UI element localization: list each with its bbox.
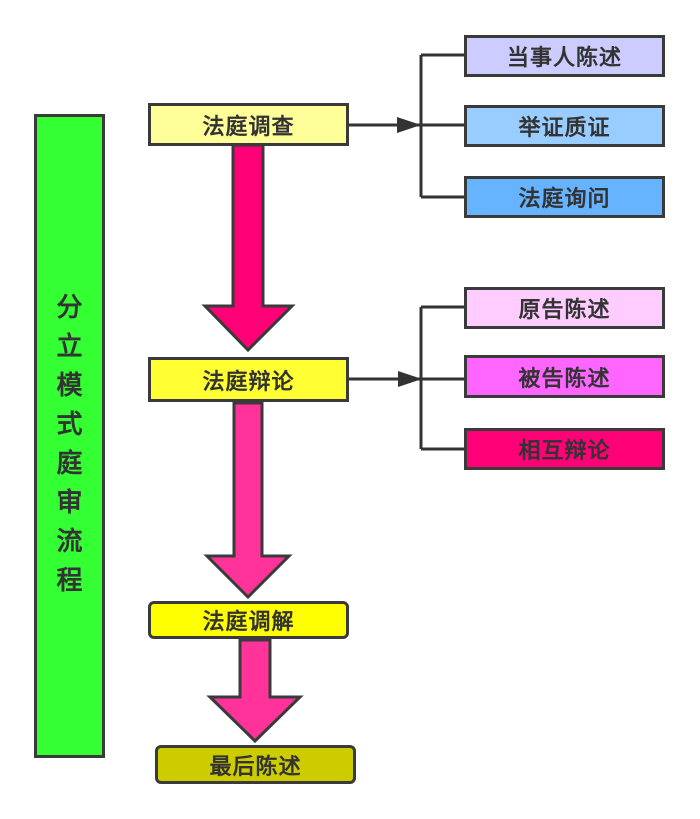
title-char: 程 [56,566,83,596]
branch-item-label: 被告陈述 [518,366,611,392]
branch-item-label: 法庭询问 [518,187,611,212]
stage-label: 最后陈述 [209,754,302,780]
title-char: 分 [56,293,83,323]
branch-item-label: 举证质证 [518,116,611,141]
down-arrow-2 [203,401,293,600]
branch-item-label: 原告陈述 [518,298,611,323]
stage-investigation: 法庭调查 [148,103,349,146]
down-arrow-3 [206,638,304,744]
title-char: 式 [56,410,83,440]
stage-label: 法庭辩论 [202,369,295,395]
branch-arrowhead-1 [397,117,421,133]
branch-item-label: 当事人陈述 [506,46,622,71]
stage-label: 法庭调解 [202,610,295,635]
title-char: 审 [56,488,83,518]
title-bar: 分立模式庭审流程 [34,114,105,758]
branch-item-evidence: 举证质证 [464,105,665,147]
down-arrow-1 [201,143,296,353]
title-char: 庭 [56,449,83,479]
branch-item-party-statement: 当事人陈述 [464,35,665,77]
title-char: 流 [56,527,83,557]
branch-item-mutual-debate: 相互辩论 [464,428,665,470]
branch-item-label: 相互辩论 [518,439,611,464]
branch-item-plaintiff-statement: 原告陈述 [464,287,665,329]
branch-item-defendant-statement: 被告陈述 [464,355,665,398]
branch-arrowhead-2 [398,371,422,387]
stage-debate: 法庭辩论 [148,357,349,402]
stage-final-statement: 最后陈述 [155,745,356,784]
branch-item-court-inquiry: 法庭询问 [464,176,665,218]
title-text: 分立模式庭审流程 [37,289,102,601]
title-char: 模 [56,371,83,401]
title-char: 立 [56,332,83,362]
stage-label: 法庭调查 [202,114,295,140]
stage-mediation: 法庭调解 [148,601,349,639]
